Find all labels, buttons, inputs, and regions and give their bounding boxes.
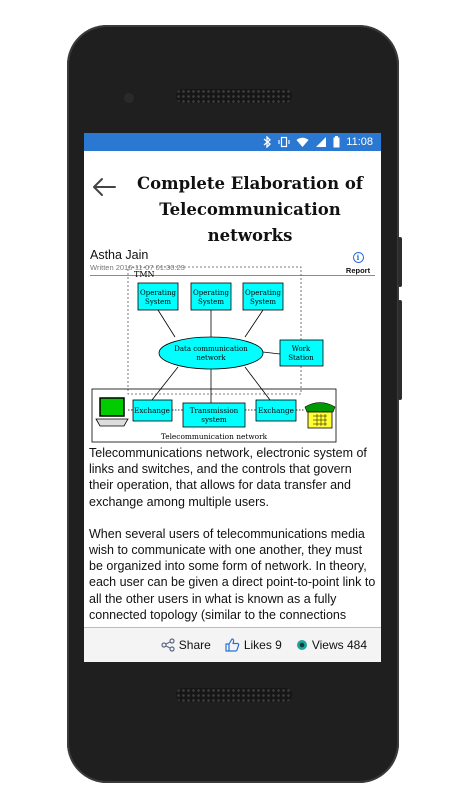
share-button[interactable]: Share (161, 638, 211, 652)
article-title: Complete Elaboration of Telecommunicatio… (137, 174, 363, 245)
exchange-box-1: Exchange (132, 399, 173, 422)
svg-text:Data communication: Data communication (174, 345, 248, 353)
share-icon (161, 638, 175, 652)
transmission-system-box: Transmission system (182, 402, 246, 428)
info-icon: i (352, 252, 364, 263)
bluetooth-icon (262, 136, 272, 148)
top-speaker (176, 89, 292, 103)
article-body: Telecommunications network, electronic s… (89, 445, 379, 625)
action-bar: Share Likes 9 Views 484 (84, 627, 381, 662)
svg-text:System: System (145, 298, 171, 306)
article-header: Complete Elaboration of Telecommunicatio… (84, 151, 381, 247)
operating-system-box-3: Operating System (242, 282, 284, 311)
report-button[interactable]: i Report (343, 247, 373, 275)
article-meta: Astha Jain Written 2016-11-07 01:30:23 i… (90, 247, 375, 276)
svg-text:Work: Work (292, 345, 311, 353)
operating-system-box-2: Operating System (190, 282, 232, 311)
svg-text:network: network (196, 354, 226, 362)
author-name: Astha Jain (90, 248, 149, 262)
thumbs-up-icon (225, 638, 240, 652)
work-station-box: Work Station (279, 339, 324, 367)
article-paragraph-2: When several users of telecommunications… (89, 526, 376, 625)
likes-button[interactable]: Likes 9 (225, 638, 282, 652)
status-time: 11:08 (346, 136, 373, 148)
back-arrow-icon (93, 178, 116, 196)
svg-text:System: System (250, 298, 276, 306)
article-paragraph-1: Telecommunications network, electronic s… (89, 446, 367, 509)
svg-text:Station: Station (288, 354, 314, 362)
data-communication-network-ellipse: Data communication network (158, 336, 264, 370)
wifi-icon (296, 136, 309, 148)
svg-text:Transmission: Transmission (190, 406, 239, 415)
tmn-label: TMN (134, 270, 155, 279)
svg-text:Operating: Operating (140, 289, 176, 297)
exchange-box-2: Exchange (255, 399, 297, 422)
signal-icon (315, 136, 327, 148)
volume-button (398, 300, 402, 400)
back-button[interactable] (90, 173, 118, 201)
svg-text:Operating: Operating (193, 289, 229, 297)
views-label: Views 484 (311, 638, 367, 652)
operating-system-box-1: Operating System (137, 282, 179, 311)
likes-label: Likes 9 (243, 638, 282, 652)
screen: 11:08 Complete Elaboration of Telecommun… (84, 133, 381, 662)
svg-text:Exchange: Exchange (134, 406, 170, 415)
views-counter: Views 484 (296, 638, 367, 652)
front-camera (124, 93, 134, 103)
vibrate-icon (278, 136, 290, 148)
svg-text:system: system (201, 415, 227, 424)
bottom-speaker (176, 688, 292, 702)
telecom-network-diagram: TMN Operating System Operating System Op… (91, 266, 337, 443)
network-caption: Telecommunication network (161, 432, 268, 441)
computer-terminal-icon (95, 397, 129, 427)
telephone-icon (304, 402, 336, 429)
share-label: Share (178, 638, 211, 652)
power-button (398, 237, 402, 287)
svg-text:System: System (198, 298, 224, 306)
eye-icon (296, 640, 307, 650)
svg-text:Exchange: Exchange (258, 406, 294, 415)
svg-text:Operating: Operating (245, 289, 281, 297)
status-bar: 11:08 (84, 133, 381, 151)
report-label: Report (345, 266, 371, 275)
battery-icon (333, 136, 340, 148)
written-date: Written 2016-11-07 01:30:23 (90, 263, 185, 272)
